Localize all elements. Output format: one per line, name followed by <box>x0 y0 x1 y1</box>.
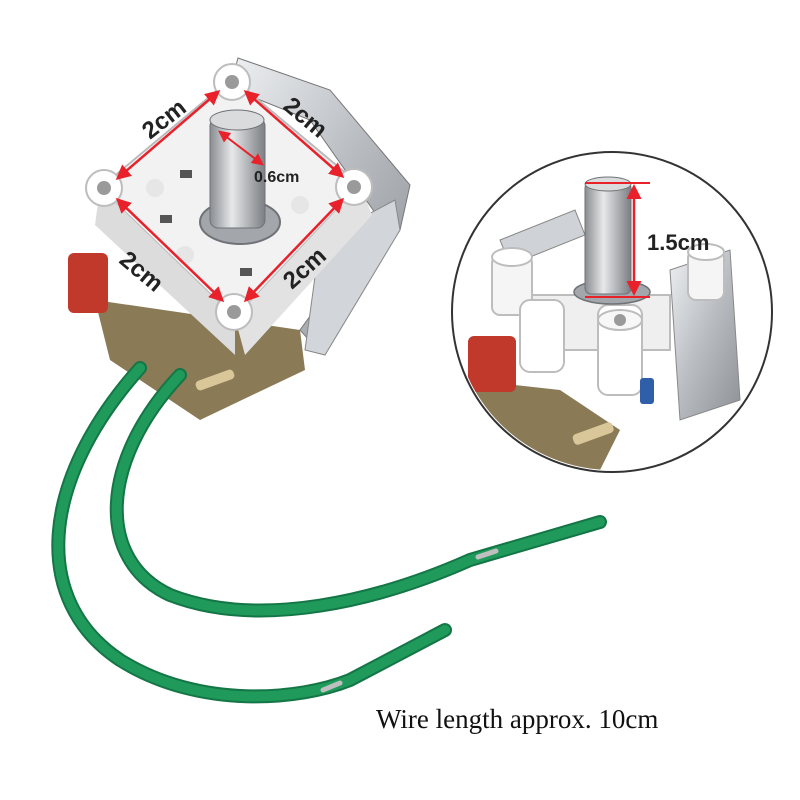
mounting-posts <box>85 63 373 331</box>
wires <box>51 361 607 704</box>
resistor <box>195 369 235 391</box>
inset-detail: 1.5cm <box>451 151 773 473</box>
dim-shaft-diameter: 0.6cm <box>254 169 299 186</box>
capacitor <box>68 253 108 313</box>
caption-wire-length: Wire length approx. 10cm <box>376 704 658 734</box>
dimension-lines <box>115 90 345 303</box>
dim-shaft-height: 1.5cm <box>647 230 709 255</box>
switch-assembly <box>68 57 411 420</box>
